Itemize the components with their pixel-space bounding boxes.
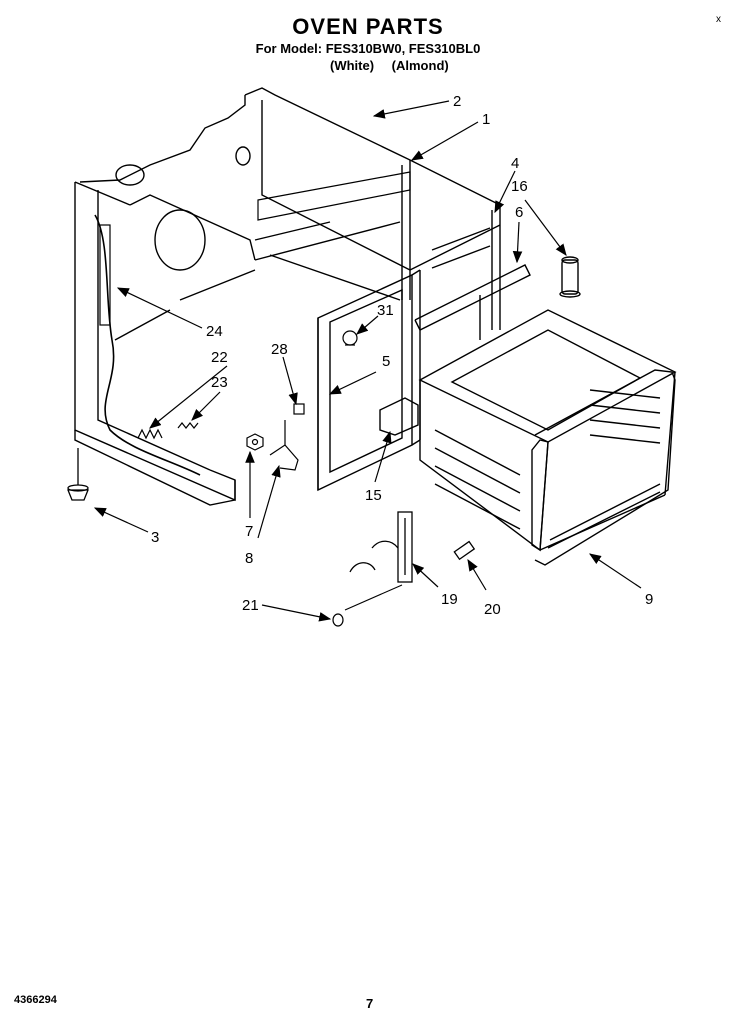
cylinder-16 — [559, 256, 581, 298]
oven-cabinet — [74, 87, 501, 506]
light-socket — [293, 403, 305, 415]
callout-19: 19 — [441, 591, 458, 608]
doc-number: 4366294 — [14, 994, 57, 1006]
page-number: 7 — [366, 996, 374, 1011]
callout-20: 20 — [484, 601, 501, 618]
callout-3: 3 — [151, 529, 159, 546]
oven-rack-6 — [414, 264, 531, 340]
side-bracket — [99, 224, 111, 326]
model-variants: (White) (Almond) — [330, 58, 449, 73]
light-bulb — [342, 330, 358, 346]
callout-24: 24 — [206, 323, 223, 340]
front-frame — [317, 269, 421, 492]
callout-8: 8 — [245, 550, 253, 567]
corner-mark: x — [716, 14, 721, 25]
leader-lines — [93, 100, 642, 622]
hinge-link — [344, 584, 403, 611]
callout-21: 21 — [242, 597, 259, 614]
wire-harness — [94, 214, 201, 476]
variant-white: (White) — [330, 58, 375, 73]
hinge-19 — [349, 511, 413, 583]
spring-22 — [137, 428, 163, 440]
clip-21 — [332, 613, 344, 627]
callout-7: 7 — [245, 523, 253, 540]
callout-2: 2 — [453, 93, 461, 110]
callout-23: 23 — [211, 374, 228, 391]
callout-9: 9 — [645, 591, 653, 608]
callout-22: 22 — [211, 349, 228, 366]
bracket-8 — [269, 420, 299, 471]
callout-15: 15 — [365, 487, 382, 504]
callout-31: 31 — [377, 302, 394, 319]
pin-23 — [177, 422, 199, 429]
callout-16: 16 — [511, 178, 528, 195]
nut-7 — [246, 433, 264, 451]
callout-5: 5 — [382, 353, 390, 370]
page-title: OVEN PARTS — [292, 14, 444, 39]
variant-almond: (Almond) — [391, 58, 449, 73]
callout-1: 1 — [482, 111, 490, 128]
leveling-leg — [67, 448, 89, 501]
callout-labels: 2 1 4 16 6 31 24 28 22 5 23 15 7 3 8 19 … — [151, 93, 653, 618]
oven-liner — [418, 309, 677, 566]
callout-28: 28 — [271, 341, 288, 358]
screw-20 — [453, 540, 476, 561]
callout-4: 4 — [511, 155, 519, 172]
callout-6: 6 — [515, 204, 523, 221]
model-line: For Model: FES310BW0, FES310BL0 — [255, 41, 481, 56]
